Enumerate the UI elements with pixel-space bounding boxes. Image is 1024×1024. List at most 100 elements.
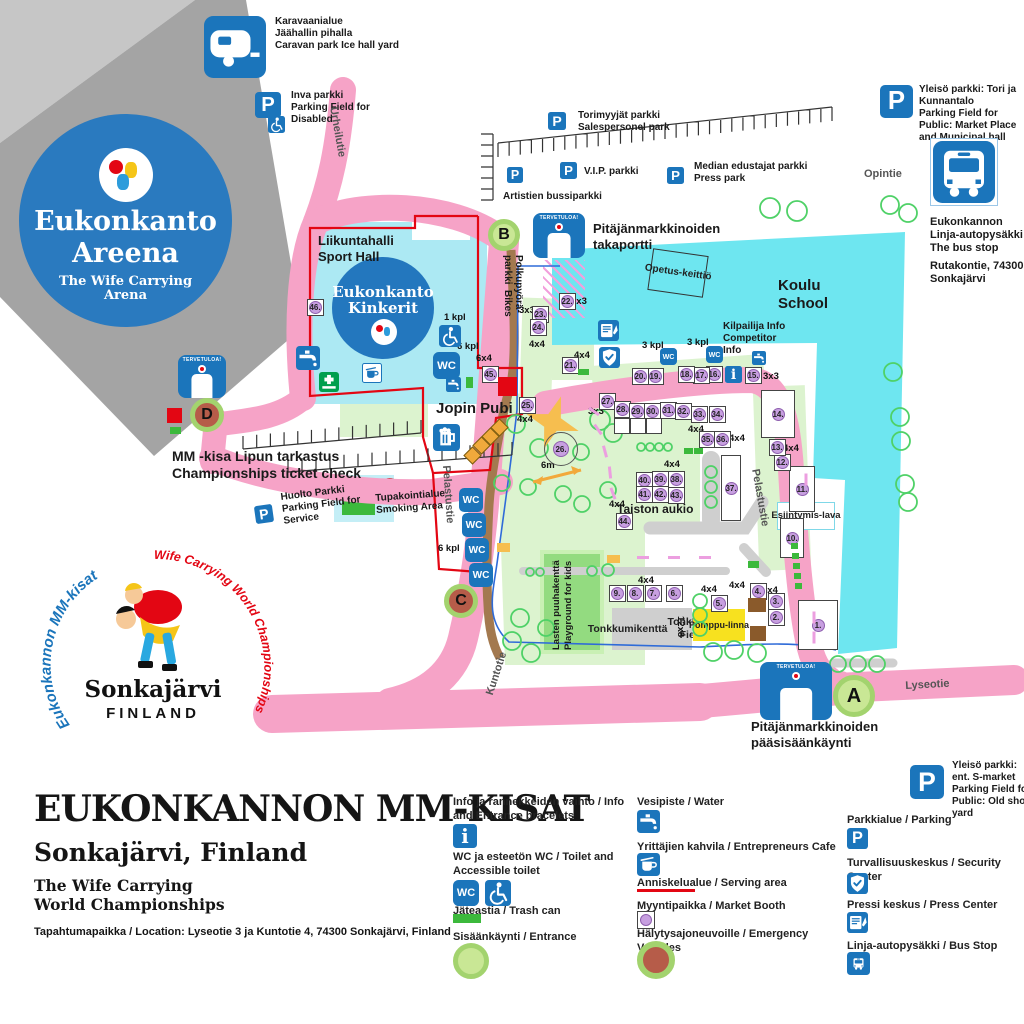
gate-opening xyxy=(191,373,213,398)
booth-marker: 35. xyxy=(698,430,716,448)
legend-label-press: Pressi keskus / Press Center xyxy=(847,899,998,911)
p-icon: P xyxy=(667,167,684,184)
booth-marker: 3. xyxy=(767,592,785,610)
opetuskeittio: Opetus-keittiö xyxy=(644,248,712,298)
tree-icon xyxy=(502,631,522,651)
tree-icon xyxy=(895,474,915,494)
entrance-a: A xyxy=(833,675,875,717)
arena-subtitle-line1: The Wife Carrying xyxy=(58,274,193,289)
booth-number: 46. xyxy=(308,300,322,314)
tree-icon xyxy=(599,481,617,499)
booth-marker: 9. xyxy=(608,584,626,602)
booth-marker: 41. xyxy=(635,485,653,503)
legend-label-bus: Linja-autopysäkki / Bus Stop xyxy=(847,940,998,952)
green-square xyxy=(792,553,799,559)
info-icon: i xyxy=(453,824,477,848)
booth-number: 12. xyxy=(775,455,789,469)
booth-number: 36. xyxy=(715,432,729,446)
empty-booth-cell xyxy=(614,418,630,434)
booth-marker: 1. xyxy=(798,600,838,650)
booth-number: 29. xyxy=(630,404,644,418)
entrance-gate: TERVETULOA! xyxy=(178,355,226,398)
tree-icon xyxy=(890,407,910,427)
booth-marker: 15. xyxy=(744,366,762,384)
gate-welcome-text: TERVETULOA! xyxy=(539,215,579,221)
booth-marker: 28. xyxy=(613,400,631,418)
green-square xyxy=(794,573,801,579)
tree-icon xyxy=(898,203,918,223)
beer-icon xyxy=(433,424,460,451)
tree-icon xyxy=(537,619,555,637)
booth-number: 4. xyxy=(751,584,765,598)
taiston-label: Taiston aukio xyxy=(617,502,694,516)
tree-icon xyxy=(747,643,767,663)
booth-dot xyxy=(640,914,652,926)
size-label: 4x4 xyxy=(762,585,778,596)
tap-icon xyxy=(446,377,461,392)
booth-number: 45. xyxy=(483,367,497,381)
cafe_w-icon xyxy=(637,853,660,876)
shield-icon xyxy=(599,347,620,368)
booth-marker: 21. xyxy=(561,356,579,374)
wc-icon: WC xyxy=(462,513,486,537)
booth-spot-dash xyxy=(637,556,649,559)
booth-number: 14. xyxy=(771,407,785,421)
booth-marker: 43. xyxy=(667,486,685,504)
artistien-note: Artistien bussiparkki xyxy=(503,191,602,202)
tree-icon xyxy=(645,442,655,452)
booth-spot-dash xyxy=(812,631,816,644)
tap-icon xyxy=(752,351,766,365)
booth-spot-dash xyxy=(668,556,680,559)
booth-number: 22. xyxy=(560,294,574,308)
vip-note: V.I.P. parkki xyxy=(584,166,639,177)
booth-marker: 18. xyxy=(677,365,695,383)
wc-icon: WC xyxy=(469,563,493,587)
yellow-square xyxy=(497,543,510,552)
booth-number: 44. xyxy=(617,514,631,528)
size-label: 4x4 xyxy=(664,459,680,470)
tree-icon xyxy=(493,474,511,492)
entrance-b: B xyxy=(488,219,520,251)
booth-marker: 44. xyxy=(615,512,633,530)
logo-country: FINLAND xyxy=(106,705,200,722)
booth-number: 33. xyxy=(692,407,706,421)
kinkerit-circle: Eukonkanto Kinkerit xyxy=(332,257,434,359)
tree-icon xyxy=(880,195,900,215)
footpaths xyxy=(482,249,898,668)
green-square xyxy=(791,543,798,549)
info-icon: i xyxy=(725,366,742,383)
booth-number: 37. xyxy=(724,481,738,495)
size-label: 4x4 xyxy=(638,575,654,586)
booth-marker: 13. xyxy=(768,438,786,456)
tree-icon xyxy=(519,478,537,496)
wc-icon: WC xyxy=(660,348,677,365)
arena-logo-icon xyxy=(99,148,153,202)
wc-icon: WC xyxy=(459,488,483,512)
p-icon: P xyxy=(507,167,523,183)
tree-icon xyxy=(883,362,903,382)
entrance-gate: TERVETULOA! xyxy=(533,213,585,258)
gate-welcome-text: TERVETULOA! xyxy=(182,357,222,363)
booth-marker: 33. xyxy=(690,405,708,423)
booth-marker: 19. xyxy=(646,367,664,385)
cafe_w-icon xyxy=(362,363,382,383)
booth-marker: 34. xyxy=(708,405,726,423)
booth-marker: 31. xyxy=(659,401,677,419)
red-square xyxy=(167,408,182,423)
booth-marker: 20. xyxy=(631,367,649,385)
gate-logo-icon xyxy=(792,672,800,680)
tree-icon xyxy=(724,640,744,660)
arrow-marker xyxy=(532,466,582,485)
firstaid-icon xyxy=(319,372,339,392)
size-label: 4x4 xyxy=(783,443,799,454)
arena-circle: Eukonkanto Areena The Wife Carrying Aren… xyxy=(19,114,232,327)
